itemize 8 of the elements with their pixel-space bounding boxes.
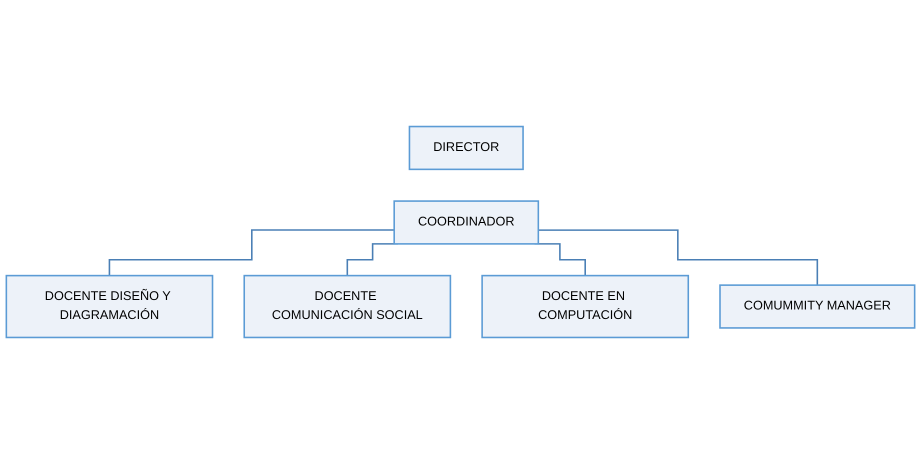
node-box: DOCENTE DISEÑO Y DIAGRAMACIÓN [6,274,214,338]
node-box: DOCENTE EN COMPUTACIÓN [481,274,690,338]
node-box: COMUMMITY MANAGER [719,284,916,329]
connector [538,229,818,286]
connector [108,229,394,276]
node-box: DIRECTOR [408,126,524,170]
node-box: COORDINADOR [393,200,540,245]
node-box: DOCENTE COMUNICACIÓN SOCIAL [243,274,452,338]
